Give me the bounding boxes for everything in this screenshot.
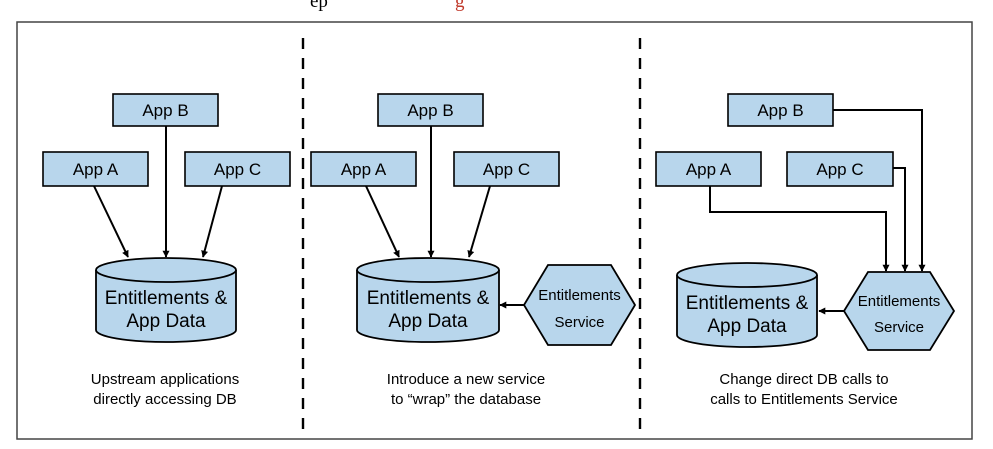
service-label-line1: Entitlements	[858, 293, 941, 310]
caption-line2: calls to Entitlements Service	[710, 391, 898, 408]
arrow-app-b-to-service	[833, 109, 926, 272]
panel-3: App B App A App C Entitlements & App Dat…	[655, 93, 956, 408]
app-c-box: App C	[786, 151, 894, 187]
service-label-line2: Service	[554, 314, 604, 331]
arrow-app-c-to-service	[893, 167, 909, 272]
cropped-heading-link: g	[455, 0, 465, 12]
arrow-app-a-to-service	[709, 186, 890, 272]
database-label-line1: Entitlements &	[686, 293, 809, 314]
app-a-label: App A	[73, 160, 119, 179]
cropped-heading-text: ep	[310, 0, 328, 12]
database-label-line2: App Data	[126, 311, 206, 332]
arrow-app-a-to-db	[93, 185, 129, 258]
database-cylinder: Entitlements & App Data	[356, 257, 500, 343]
database-cylinder: Entitlements & App Data	[676, 262, 818, 348]
arrow-app-c-to-db	[467, 185, 491, 258]
app-a-box: App A	[310, 151, 417, 187]
caption-line1: Upstream applications	[91, 371, 239, 388]
entitlements-service-hexagon: Entitlements Service	[522, 264, 637, 346]
caption-line2: to “wrap” the database	[391, 391, 541, 408]
database-label-line1: Entitlements &	[105, 288, 228, 309]
database-label-line2: App Data	[707, 316, 787, 337]
app-b-label: App B	[407, 101, 453, 120]
cropped-heading: ep g	[0, 0, 993, 14]
entitlements-service-hexagon: Entitlements Service	[842, 271, 956, 351]
caption-line2: directly accessing DB	[93, 391, 236, 408]
service-label-line2: Service	[874, 319, 924, 336]
database-label-line2: App Data	[388, 311, 468, 332]
app-b-label: App B	[142, 101, 188, 120]
app-c-label: App C	[816, 160, 863, 179]
app-b-box: App B	[112, 93, 219, 127]
service-label-line1: Entitlements	[538, 287, 621, 304]
app-b-box: App B	[377, 93, 484, 127]
app-a-box: App A	[42, 151, 149, 187]
arrow-app-a-to-db	[365, 185, 400, 258]
diagram-frame	[16, 21, 973, 440]
app-c-box: App C	[453, 151, 560, 187]
arrow-app-c-to-db	[201, 185, 223, 258]
app-c-label: App C	[214, 160, 261, 179]
app-c-label: App C	[483, 160, 530, 179]
panel-2: App B App A App C Entitlements & App Dat…	[310, 93, 637, 408]
caption-line1: Change direct DB calls to	[719, 371, 888, 388]
database-label-line1: Entitlements &	[367, 288, 490, 309]
database-cylinder: Entitlements & App Data	[95, 257, 237, 343]
app-c-box: App C	[184, 151, 291, 187]
caption-line1: Introduce a new service	[387, 371, 545, 388]
app-a-box: App A	[655, 151, 762, 187]
app-a-label: App A	[686, 160, 732, 179]
panel-1: App B App A App C Entitlements & App Dat…	[42, 93, 291, 408]
app-b-label: App B	[757, 101, 803, 120]
app-a-label: App A	[341, 160, 387, 179]
app-b-box: App B	[727, 93, 834, 127]
